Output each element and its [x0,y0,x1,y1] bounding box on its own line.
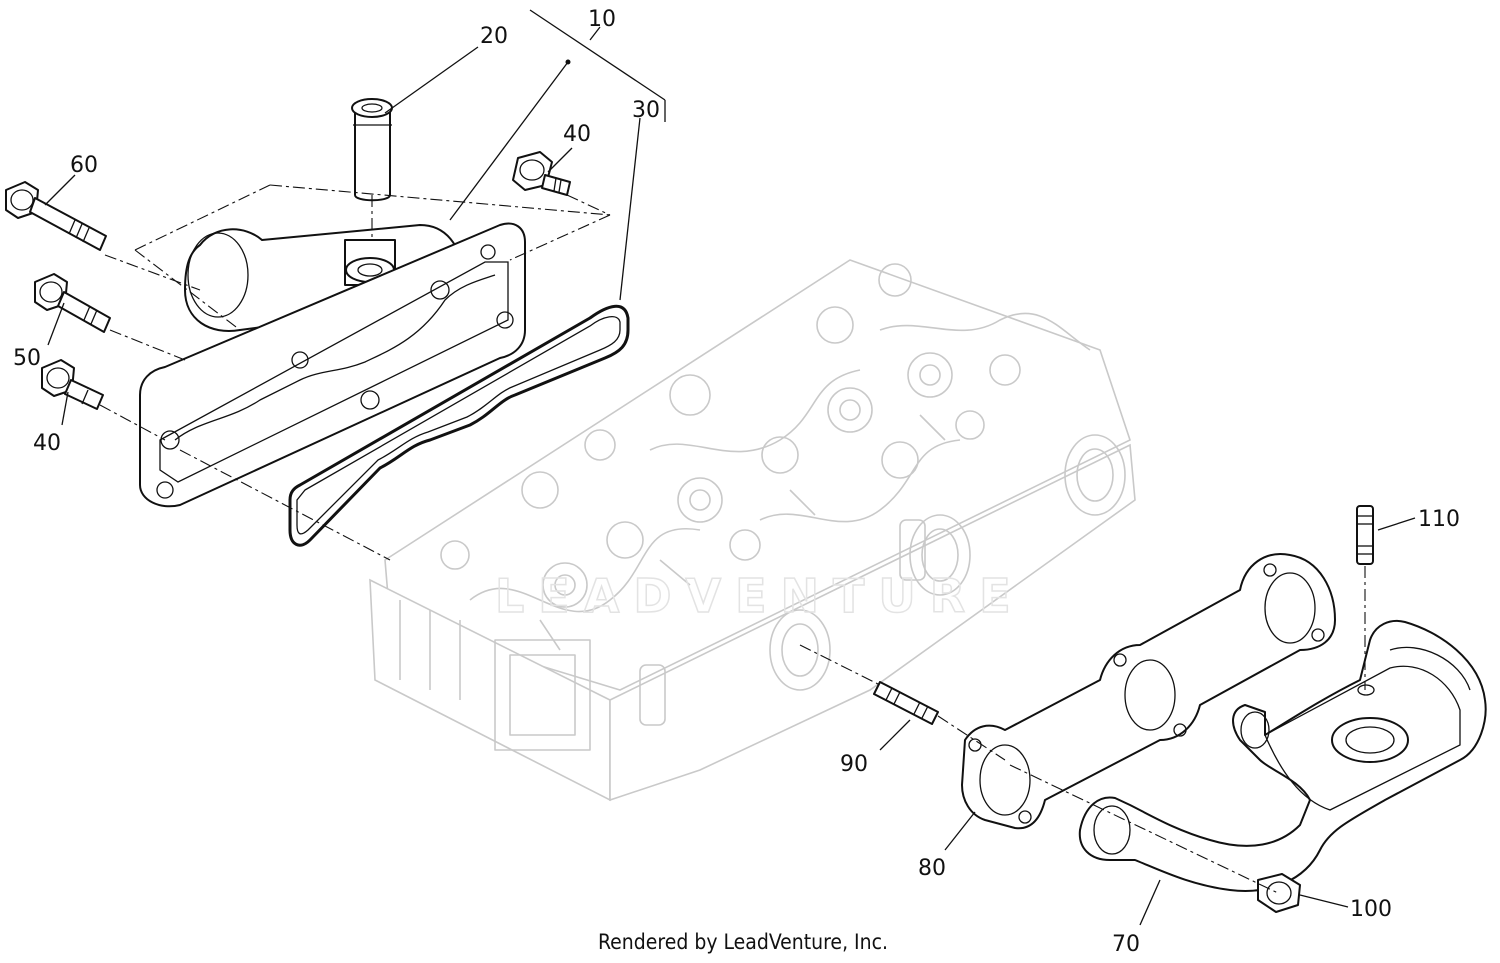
bolt-50 [34,273,111,333]
callout-60: 60 [70,153,98,178]
pipe-fitting [351,98,393,202]
callout-40-lower: 40 [33,431,61,456]
callout-110: 110 [1418,507,1460,532]
callout-100: 100 [1350,897,1392,922]
bolt-40-lower [41,359,104,410]
callout-10: 10 [588,7,616,32]
nut-100 [1257,873,1301,913]
intake-gasket [288,304,630,547]
alignment-lines [99,184,1366,894]
footer-credit: Rendered by LeadVenture, Inc. [598,930,888,954]
callout-70: 70 [1112,932,1140,957]
cylinder-head-ghost [369,259,1136,802]
callout-80: 80 [918,856,946,881]
callout-20: 20 [480,24,508,49]
assembly-bracket [449,9,666,221]
exhaust-manifold [1078,620,1487,892]
bolt-60 [5,181,107,251]
callout-50: 50 [13,346,41,371]
watermark-text: LEADVENTURE [495,569,1025,623]
callout-90: 90 [840,752,868,777]
callout-40-upper: 40 [563,122,591,147]
leader-lines [44,46,1416,926]
intake-manifold [139,222,526,508]
stud-110 [1356,505,1374,565]
stud-90 [873,681,939,725]
exhaust-gasket [961,553,1336,830]
callout-30: 30 [632,98,660,123]
